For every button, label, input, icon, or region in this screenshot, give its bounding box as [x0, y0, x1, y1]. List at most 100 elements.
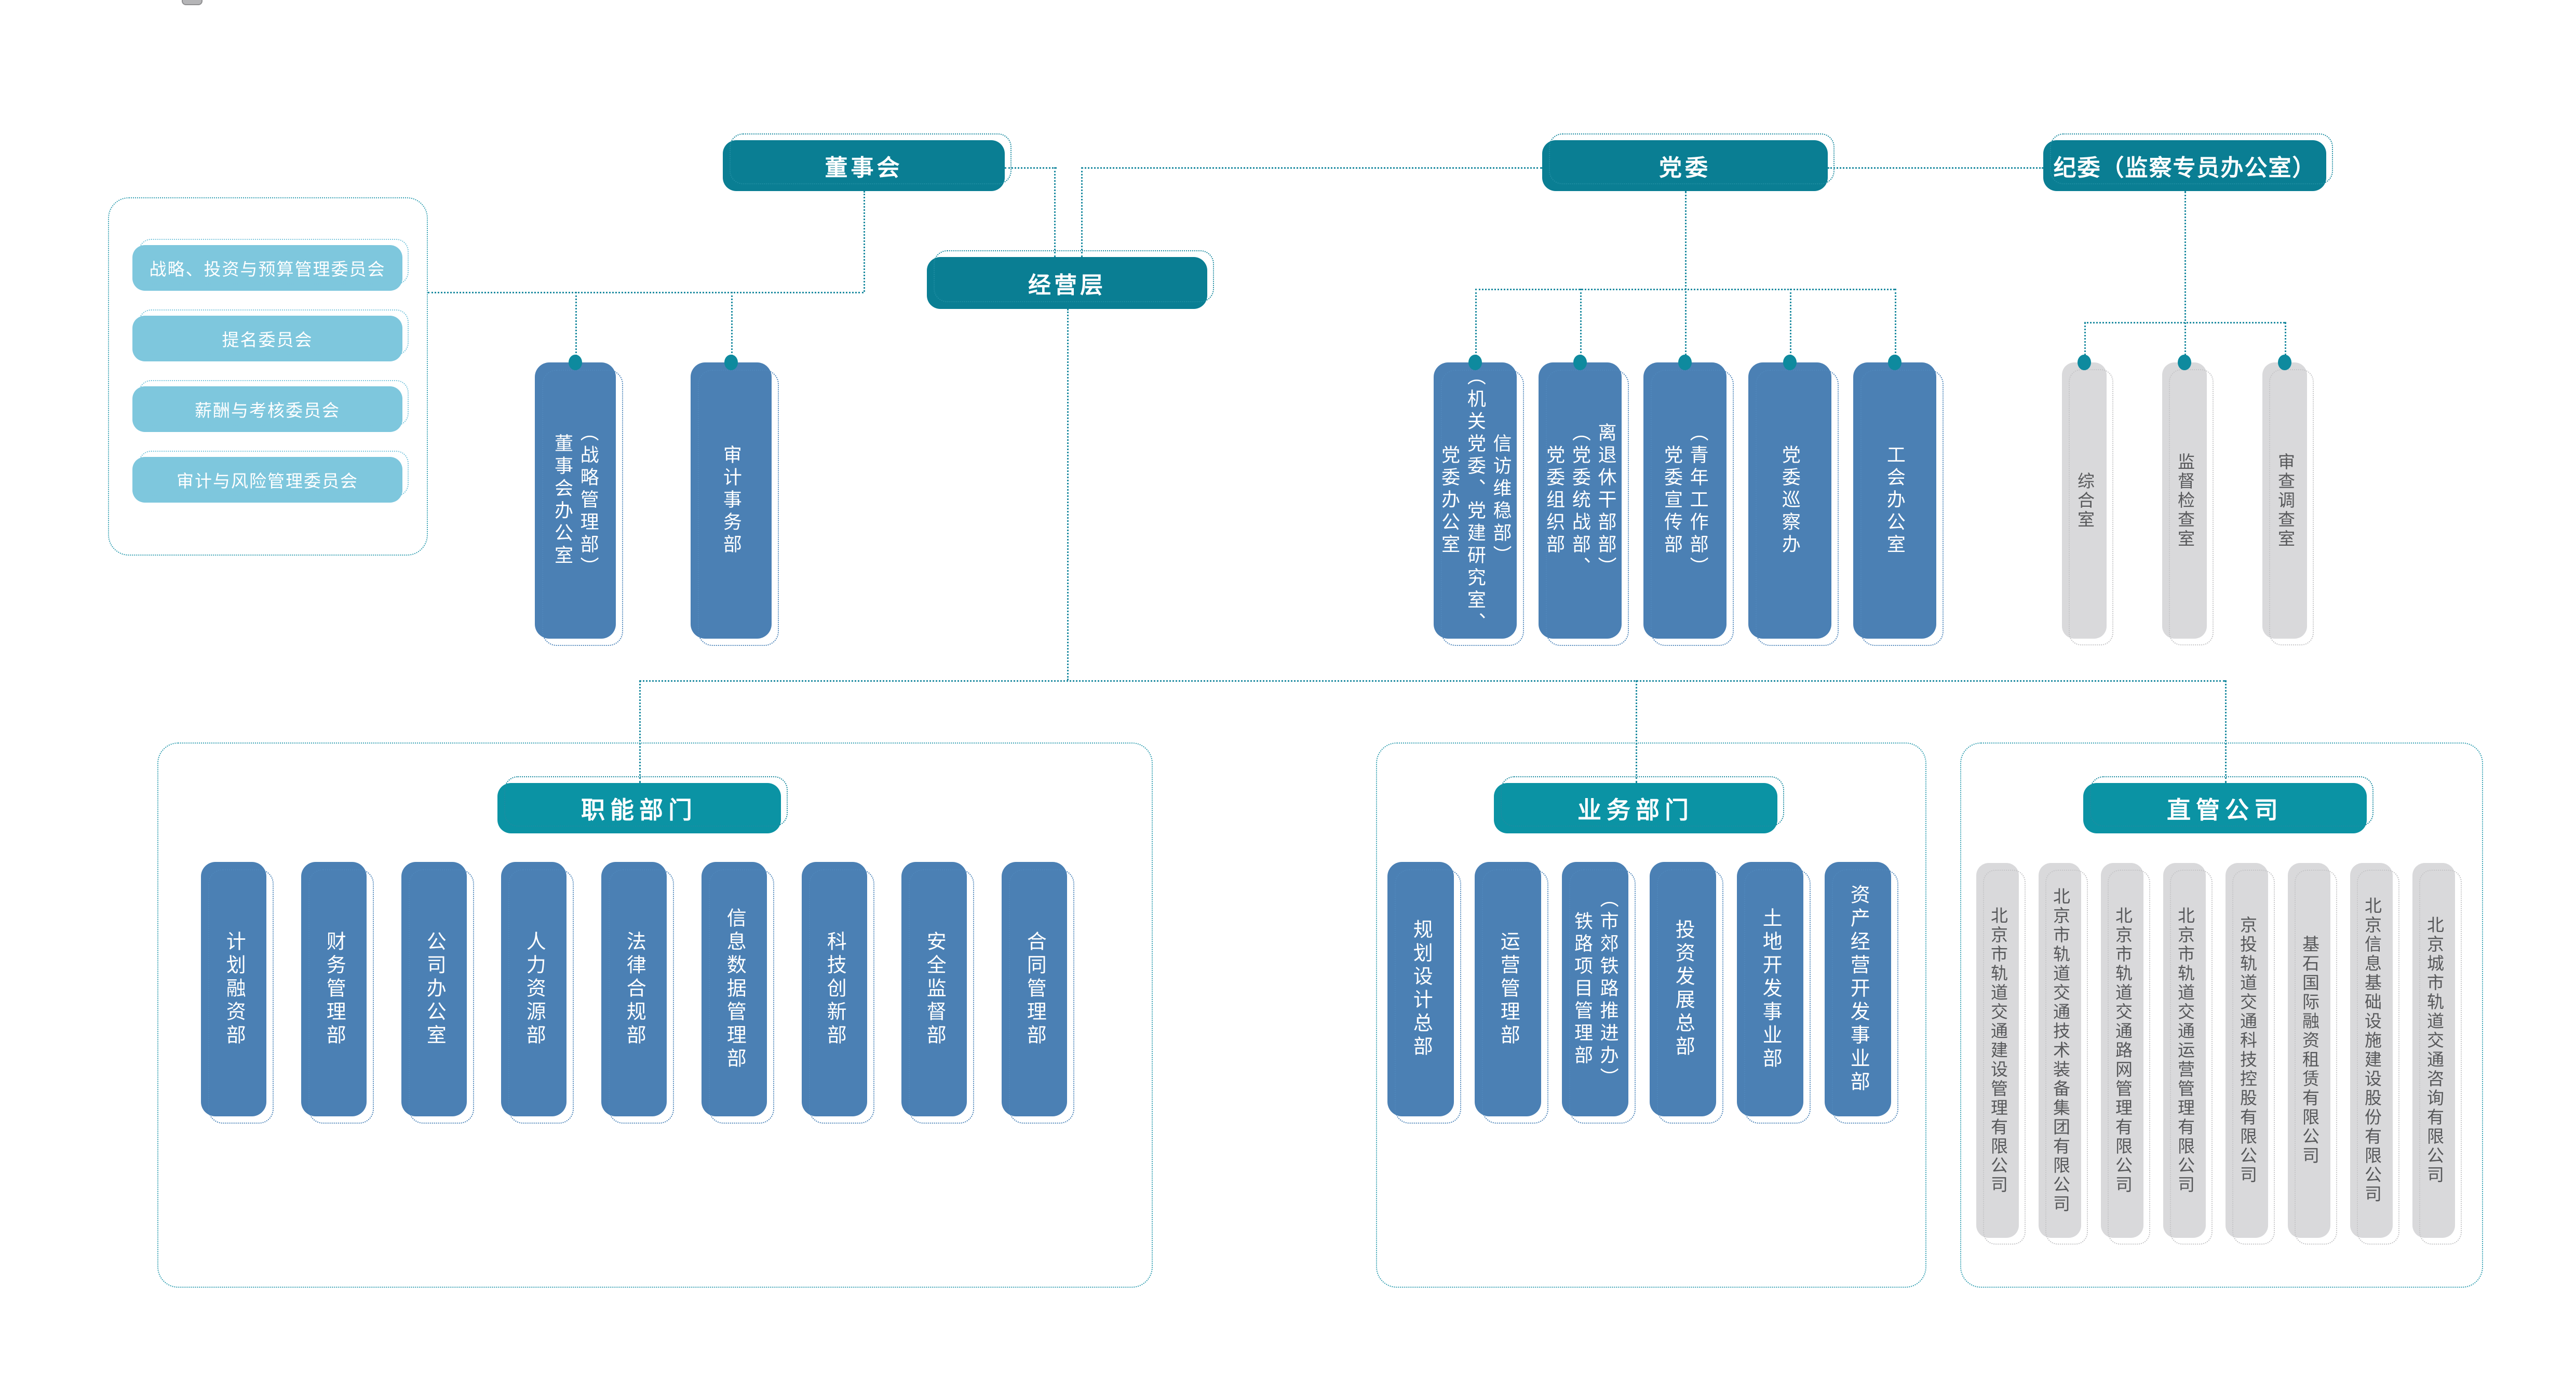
- party-office-label: 党委办公室 （机关党委、党建研究室、 信访维稳部）: [1439, 367, 1512, 634]
- connector-line: [2285, 322, 2286, 362]
- connector-line: [2184, 191, 2186, 362]
- connector-line: [639, 680, 641, 783]
- functional-dept-label: 合同管理部: [1023, 930, 1046, 1048]
- functional-dept-label: 安全监督部: [923, 930, 946, 1048]
- connector-dot: [1468, 355, 1482, 370]
- connector-line: [1828, 167, 2043, 169]
- party-office-label: 党委组织部 （党委统战部、 离退休干部部）: [1544, 422, 1617, 579]
- company-label: 京投轨道交通科技控股有限公司: [2237, 916, 2257, 1185]
- party-office-box: 党委组织部 （党委统战部、 离退休干部部）: [1539, 362, 1629, 646]
- party-office-label: 党委宣传部 （青年工作部）: [1662, 422, 1709, 579]
- party-office-box: 党委办公室 （机关党委、党建研究室、 信访维稳部）: [1434, 362, 1524, 646]
- board-committee-label: 提名委员会: [222, 330, 313, 349]
- functional-dept-label: 公司办公室: [423, 930, 446, 1048]
- business-dept-box: 运营管理部: [1475, 862, 1548, 1124]
- node-discipline-label: 纪委（监察专员办公室）: [2053, 155, 2316, 181]
- companies-section-title: 直管公司: [2167, 796, 2283, 824]
- discipline-office-box: 审查调查室: [2262, 362, 2314, 645]
- connector-line: [1685, 191, 1687, 362]
- discipline-office-label: 综合室: [2075, 471, 2095, 530]
- connector-dot: [569, 355, 582, 370]
- connector-line: [2084, 322, 2285, 323]
- connector-dot: [2178, 355, 2191, 370]
- business-dept-label: 投资发展总部: [1672, 919, 1694, 1059]
- connector-line: [1475, 289, 1477, 362]
- node-discipline-committee: 纪委（监察专员办公室）: [2043, 133, 2333, 191]
- board-office-label: 董事会办公室 （战略管理部）: [552, 422, 599, 579]
- business-section-container: [1376, 743, 1926, 1288]
- business-dept-label: 规划设计总部: [1410, 919, 1432, 1059]
- board-committee-pill: 审计与风险管理委员会: [132, 451, 409, 503]
- connector-line: [1005, 167, 1057, 169]
- discipline-office-box: 综合室: [2062, 362, 2113, 645]
- board-office-box: 审计事务部: [691, 362, 779, 646]
- functional-dept-label: 信息数据管理部: [723, 907, 746, 1071]
- node-board-label: 董事会: [825, 155, 903, 181]
- company-label: 基石国际融资租赁有限公司: [2300, 935, 2319, 1166]
- connector-line: [1895, 289, 1896, 362]
- functional-dept-label: 法律合规部: [623, 930, 645, 1048]
- company-box: 北京信息基础设施建设股份有限公司: [2350, 863, 2399, 1245]
- functional-dept-label: 计划融资部: [223, 930, 245, 1048]
- business-dept-label: 土地开发事业部: [1759, 907, 1782, 1071]
- company-label: 北京市轨道交通运营管理有限公司: [2175, 906, 2195, 1195]
- discipline-office-label: 审查调查室: [2275, 452, 2295, 549]
- company-box: 基石国际融资租赁有限公司: [2288, 863, 2337, 1245]
- company-box: 北京市轨道交通建设管理有限公司: [1976, 863, 2026, 1245]
- discipline-office-label: 监督检查室: [2175, 452, 2195, 549]
- company-box: 北京市轨道交通技术装备集团有限公司: [2039, 863, 2088, 1245]
- connector-line: [1580, 289, 1582, 362]
- company-box: 京投轨道交通科技控股有限公司: [2226, 863, 2275, 1245]
- business-dept-label: 铁路项目管理部 （市郊铁路推进办）: [1572, 888, 1619, 1090]
- node-party-committee: 党委: [1542, 133, 1835, 191]
- connector-dot: [1783, 355, 1797, 370]
- connector-line: [1081, 167, 1083, 257]
- company-box: 北京市轨道交通运营管理有限公司: [2163, 863, 2213, 1245]
- connector-line: [639, 680, 2225, 682]
- connector-dot: [1678, 355, 1692, 370]
- board-committee-pill: 提名委员会: [132, 309, 409, 361]
- business-dept-box: 铁路项目管理部 （市郊铁路推进办）: [1562, 862, 1636, 1124]
- board-office-box: 董事会办公室 （战略管理部）: [535, 362, 623, 646]
- companies-section-header: 直管公司: [2083, 776, 2373, 833]
- node-board-of-directors: 董事会: [723, 133, 1011, 191]
- connector-dot: [2278, 355, 2291, 370]
- connector-line: [731, 292, 733, 362]
- party-office-label: 工会办公室: [1884, 444, 1906, 557]
- discipline-office-box: 监督检查室: [2162, 362, 2214, 645]
- connector-line: [1054, 167, 1056, 257]
- functional-dept-label: 财务管理部: [323, 930, 345, 1048]
- functional-dept-box: 法律合规部: [601, 862, 674, 1124]
- connector-dot: [724, 355, 738, 370]
- company-label: 北京市轨道交通技术装备集团有限公司: [2051, 887, 2070, 1214]
- connector-line: [1790, 289, 1791, 362]
- connector-line: [1081, 167, 1542, 169]
- company-label: 北京城市轨道交通咨询有限公司: [2424, 916, 2444, 1185]
- connector-dot: [1573, 355, 1587, 370]
- party-office-box: 党委宣传部 （青年工作部）: [1643, 362, 1734, 646]
- connector-line: [575, 292, 577, 362]
- functional-dept-box: 公司办公室: [401, 862, 474, 1124]
- connector-line: [1067, 309, 1069, 680]
- connector-line: [2084, 322, 2086, 362]
- business-dept-label: 资产经营开发事业部: [1847, 884, 1869, 1095]
- functional-dept-box: 人力资源部: [501, 862, 574, 1124]
- business-dept-box: 投资发展总部: [1650, 862, 1723, 1124]
- node-party-label: 党委: [1659, 155, 1711, 181]
- party-office-label: 党委巡察办: [1779, 444, 1801, 557]
- companies-section-container: [1960, 743, 2483, 1288]
- connector-line: [2225, 680, 2227, 783]
- connector-dot: [2078, 355, 2091, 370]
- business-dept-box: 规划设计总部: [1387, 862, 1461, 1124]
- board-committee-pill: 战略、投资与预算管理委员会: [132, 239, 409, 291]
- business-dept-label: 运营管理部: [1497, 930, 1519, 1048]
- functional-dept-box: 计划融资部: [201, 862, 274, 1124]
- board-committee-label: 战略、投资与预算管理委员会: [149, 260, 386, 279]
- node-management-label: 经营层: [1028, 273, 1106, 298]
- company-label: 北京市轨道交通路网管理有限公司: [2113, 906, 2133, 1195]
- company-box: 北京市轨道交通路网管理有限公司: [2101, 863, 2150, 1245]
- party-office-box: 工会办公室: [1853, 362, 1944, 646]
- business-section-header: 业务部门: [1494, 776, 1784, 833]
- board-committee-pill: 薪酬与考核委员会: [132, 380, 409, 432]
